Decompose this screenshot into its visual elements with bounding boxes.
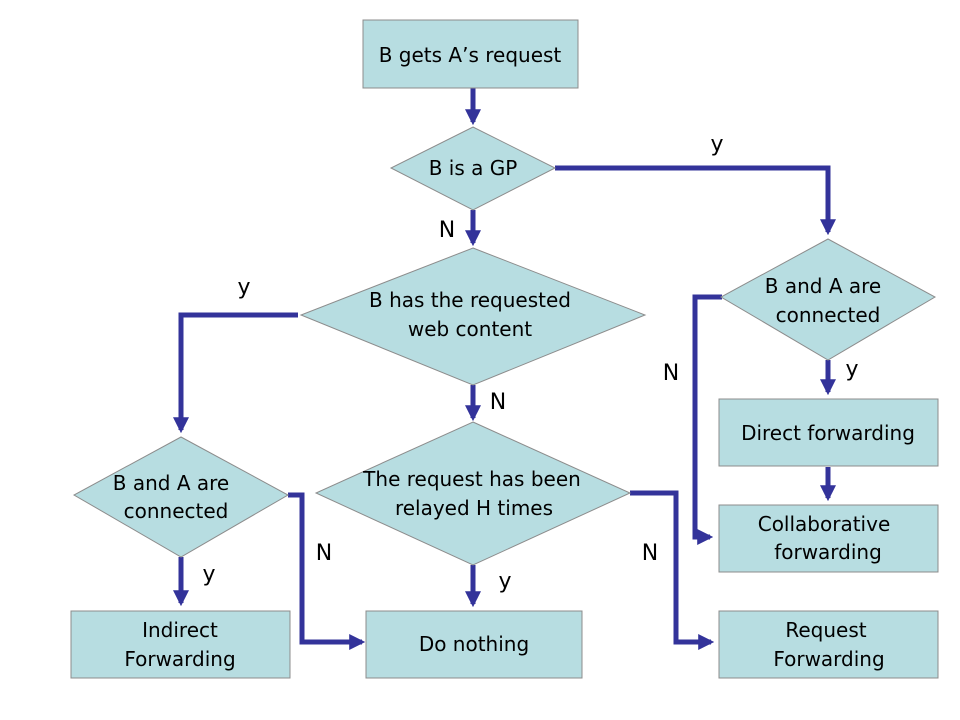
- node-nothing: Do nothing: [365, 610, 583, 679]
- relayed-label-line2: relayed H times: [395, 496, 553, 520]
- nothing-box: [365, 610, 583, 679]
- arrow-content-yes-to-connected-left: [172, 312, 298, 434]
- node-relayed: The request has been relayed H times: [314, 421, 632, 566]
- edge-label-left-yes: y: [202, 562, 215, 587]
- arrow-gp-yes-to-connected-right: [555, 165, 837, 236]
- node-request-fwd: Request Forwarding: [718, 610, 939, 679]
- edge-label-right-no: N: [663, 361, 679, 386]
- node-indirect: Indirect Forwarding: [70, 610, 291, 679]
- node-has-content: B has the requested web content: [299, 247, 647, 386]
- node-connected-left: B and A are connected: [72, 436, 290, 558]
- connected-right-diamond: [719, 238, 937, 361]
- edge-label-relayed-yes: y: [498, 569, 511, 594]
- connected-left-label-line1: B and A are: [113, 471, 229, 495]
- has-content-label-line1: B has the requested: [369, 288, 571, 312]
- has-content-label-line2: web content: [408, 317, 532, 341]
- indirect-label-line2: Forwarding: [124, 647, 235, 671]
- edge-labels: y N y N N y y N y N: [202, 132, 858, 594]
- has-content-diamond: [299, 247, 647, 386]
- indirect-box: [70, 610, 291, 679]
- indirect-label-line1: Indirect: [142, 618, 218, 642]
- edge-label-right-yes: y: [845, 357, 858, 382]
- connected-right-label-line2: connected: [776, 303, 881, 327]
- edge-label-content-yes: y: [237, 275, 250, 300]
- collaborative-box: [718, 504, 939, 573]
- relayed-label-line1: The request has been: [362, 467, 581, 491]
- node-is-gp: B is a GP: [389, 126, 557, 211]
- connectors: [172, 88, 837, 651]
- nothing-label: Do nothing: [419, 632, 529, 656]
- arrow-left-no-to-nothing: [288, 492, 366, 651]
- request-fwd-label-line2: Forwarding: [773, 647, 884, 671]
- edge-label-left-no: N: [316, 541, 332, 566]
- direct-box: [718, 398, 939, 467]
- start-box: [362, 19, 579, 89]
- connected-right-label-line1: B and A are: [765, 274, 881, 298]
- node-start: B gets A’s request: [362, 19, 579, 89]
- is-gp-diamond: [389, 126, 557, 211]
- request-fwd-label-line1: Request: [785, 618, 866, 642]
- arrow-right-no-to-collaborative: [692, 294, 722, 546]
- collaborative-label-line2: forwarding: [774, 540, 882, 564]
- start-label: B gets A’s request: [379, 43, 562, 67]
- is-gp-label: B is a GP: [429, 156, 518, 180]
- collaborative-label-line1: Collaborative: [758, 512, 891, 536]
- edge-label-content-no: N: [490, 390, 506, 415]
- node-connected-right: B and A are connected: [719, 238, 937, 361]
- relayed-diamond: [314, 421, 632, 566]
- node-collaborative: Collaborative forwarding: [718, 504, 939, 573]
- edge-label-gp-yes: y: [710, 132, 723, 157]
- edge-label-relayed-no: N: [642, 541, 658, 566]
- arrow-relayed-no-to-request-fwd: [630, 490, 715, 651]
- direct-label: Direct forwarding: [741, 421, 915, 445]
- edge-label-gp-no: N: [439, 218, 455, 243]
- connected-left-diamond: [72, 436, 290, 558]
- request-fwd-box: [718, 610, 939, 679]
- connected-left-label-line2: connected: [124, 499, 229, 523]
- node-direct: Direct forwarding: [718, 398, 939, 467]
